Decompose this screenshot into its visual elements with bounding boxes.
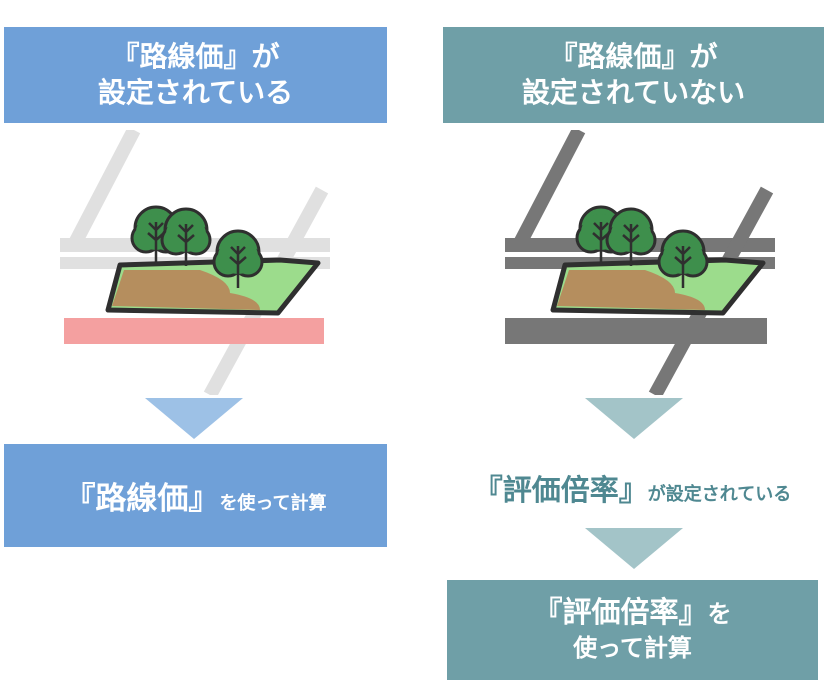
right-header-box: 『路線価』が 設定されていない [443, 27, 824, 123]
left-header-line2: 設定されている [97, 76, 294, 109]
left-header-box: 『路線価』が 設定されている [4, 27, 387, 123]
right-road-map-illustration [505, 130, 775, 395]
left-result-suffix: を使って計算 [219, 493, 327, 514]
right-down-arrow-icon-1 [585, 398, 683, 439]
right-result-line1-main: 『評価倍率』 [533, 595, 708, 629]
left-result-main: 『路線価』 [64, 481, 220, 517]
right-header-line1: 『路線価』が [549, 40, 718, 73]
right-result-line2: 使って計算 [573, 634, 692, 662]
right-down-arrow-icon-2 [585, 528, 683, 569]
right-result-line1-suffix: を [707, 600, 732, 628]
right-middle-suffix: が設定されている [647, 484, 792, 505]
left-road-map-illustration [60, 130, 330, 395]
left-highlighted-road [64, 318, 324, 344]
left-header-line1: 『路線価』が [111, 40, 280, 73]
right-middle-main: 『評価倍率』 [473, 473, 648, 507]
right-header-line2: 設定されていない [521, 76, 746, 109]
left-down-arrow-icon [145, 398, 243, 439]
right-result-box: 『評価倍率』を 使って計算 [447, 580, 818, 680]
left-result-box: 『路線価』を使って計算 [4, 444, 387, 547]
left-plot-icon [108, 260, 318, 313]
right-plot-icon [553, 260, 763, 313]
right-middle-text: 『評価倍率』が設定されている [447, 467, 818, 515]
